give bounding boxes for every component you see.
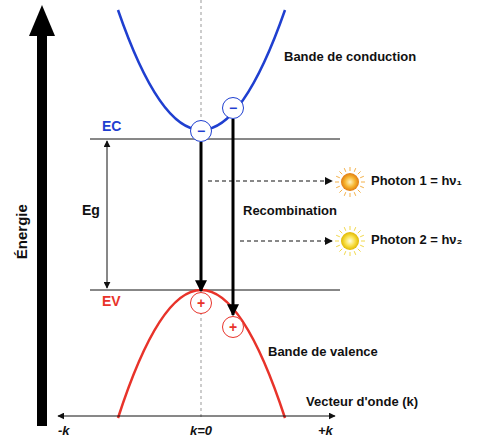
- conduction-band: [118, 10, 285, 130]
- photon-leader: [208, 181, 332, 182]
- photon-ray: [350, 167, 351, 171]
- k-axis: [58, 416, 335, 417]
- axis-tick: k=0: [190, 424, 212, 439]
- photon-icon: [335, 226, 365, 256]
- photon-ray: [344, 227, 346, 231]
- photon-ray: [358, 249, 361, 252]
- photon-ray: [339, 190, 342, 193]
- photon-ray: [344, 251, 346, 255]
- recombination-arrow: [200, 142, 203, 291]
- photon-ray: [344, 168, 346, 172]
- ev-level: [90, 290, 340, 291]
- photon-ray: [354, 192, 356, 196]
- photon-ray: [361, 241, 365, 242]
- hole: +: [190, 292, 212, 314]
- axis-title: Énergie: [13, 204, 30, 259]
- photon-ray: [344, 192, 346, 196]
- photon-ray: [360, 176, 364, 178]
- photon-ray: [354, 168, 356, 172]
- ec-level: [90, 139, 340, 140]
- charge-sign: +: [197, 296, 205, 310]
- hole: +: [222, 316, 244, 338]
- axis-tick: -k: [58, 424, 70, 439]
- gap-label: Eg: [82, 202, 100, 218]
- level-label: EC: [102, 118, 121, 134]
- charge-sign: +: [229, 320, 237, 334]
- photon-ray: [350, 252, 351, 256]
- recombination-arrow: [232, 119, 235, 315]
- photon-ray: [335, 241, 339, 242]
- photon-ray: [354, 227, 356, 231]
- photon-ray: [336, 245, 340, 247]
- band-name: Bande de valence: [268, 345, 378, 360]
- energy-axis: [29, 5, 55, 426]
- photon-ray: [350, 226, 351, 230]
- photon-ray: [360, 235, 364, 237]
- photon-label: Photon 2 = hν₂: [371, 233, 462, 248]
- photon-ray: [361, 182, 365, 183]
- electron: −: [222, 97, 244, 119]
- k0-line: [201, 0, 202, 420]
- process-label: Recombination: [243, 204, 337, 219]
- valence-band: [118, 290, 285, 418]
- axis-tick: +k: [318, 424, 333, 439]
- photon-ray: [336, 176, 340, 178]
- photon-ray: [358, 171, 361, 174]
- photon-label: Photon 1 = hν₁: [371, 174, 462, 189]
- photon-ray: [350, 193, 351, 197]
- photon-ray: [354, 251, 356, 255]
- photon-ray: [360, 245, 364, 247]
- photon-disc: [341, 232, 359, 250]
- photon-ray: [358, 230, 361, 233]
- axis-title: Vecteur d'onde (k): [306, 395, 418, 410]
- photon-ray: [335, 182, 339, 183]
- photon-ray: [360, 186, 364, 188]
- gap-arrow: [107, 141, 108, 288]
- photon-ray: [339, 230, 342, 233]
- photon-ray: [339, 249, 342, 252]
- level-label: EV: [102, 293, 121, 309]
- photon-ray: [336, 235, 340, 237]
- electron: −: [190, 120, 212, 142]
- photon-ray: [339, 171, 342, 174]
- band-name: Bande de conduction: [284, 50, 416, 65]
- charge-sign: −: [229, 101, 237, 115]
- photon-disc: [341, 173, 359, 191]
- photon-ray: [358, 190, 361, 193]
- photon-icon: [335, 167, 365, 197]
- photon-ray: [336, 186, 340, 188]
- charge-sign: −: [197, 124, 205, 138]
- photon-leader: [240, 241, 332, 242]
